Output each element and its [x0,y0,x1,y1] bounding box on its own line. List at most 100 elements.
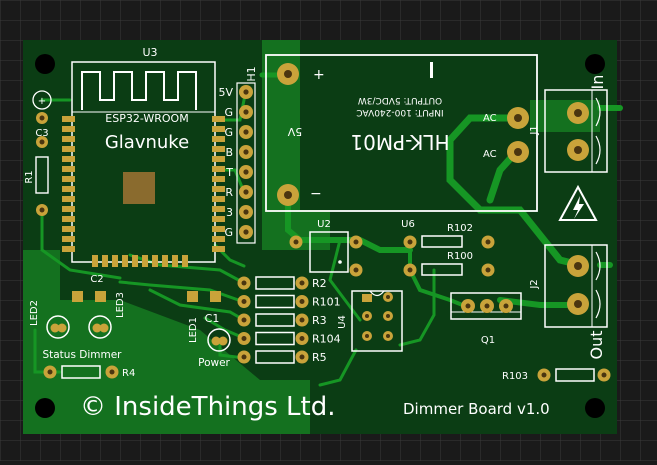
copper-pour-ac [530,100,600,132]
esp32-pad-left [62,196,75,202]
terminal-j2: J2 Out [529,244,608,360]
led1-ref: LED1 [188,317,199,343]
esp32-pad-right [212,156,225,162]
c3-ref: C3 [35,128,48,139]
resistor-hole-right [299,336,305,341]
led3-ref: LED3 [115,292,126,318]
esp32-pad-right [212,226,225,232]
c2-ref: C2 [90,274,103,285]
psu-plus: + [313,67,325,83]
esp32-pad-bottom [162,255,168,267]
header-pin-label: T [225,166,233,179]
board-name-label: Dimmer Board v1.0 [403,400,550,418]
resistor-r4: R4 [43,365,135,379]
resistor-hole-left [241,336,247,341]
header-pin-hole [243,89,249,95]
resistor-body [255,331,295,346]
resistor-hole-left [241,317,247,323]
u6-pads [403,235,417,277]
esp32-pad-bottom [172,255,178,267]
psu-output: OUTPUT: 5VDC/3W [358,95,442,105]
resistor-ref: R5 [312,351,327,364]
header-pin-label: B [225,146,233,159]
capacitor-c3: + C3 [32,90,52,148]
resistor-ref: R101 [312,296,341,309]
esp32-pad-left [62,136,75,142]
esp32-pad-left [62,156,75,162]
resistor-hole-left [241,299,247,304]
module-ref: U3 [142,46,157,59]
r4-ref: R4 [122,368,135,379]
psu-input: INPUT: 100-240VAC [356,107,443,117]
psu-ac-bottom: AC [483,149,497,160]
esp32-pad-bottom [182,255,188,267]
u2-ref: U2 [317,219,331,230]
j2-ref: J2 [529,279,540,289]
header-pin-hole [243,209,249,215]
esp32-pad-right [212,176,225,182]
header-pin-hole [243,229,249,235]
resistor-r100: R100 [421,251,495,277]
resistor-body [255,294,295,309]
header-pin-label: G [224,226,233,239]
input-label: In [588,75,607,90]
esp32-pads [62,116,225,267]
copper-pour-left [23,250,310,434]
output-label: Out [587,330,606,359]
resistor-r102: R102 [421,223,495,249]
esp32-pad-left [62,176,75,182]
j1-ref: J1 [529,125,540,135]
capacitor-c2: C2 [72,274,106,302]
esp32-pad-right [212,196,225,202]
psu-minus: − [310,186,322,202]
resistor-hole-right [299,317,305,323]
esp32-pad-left [62,226,75,232]
resistor-body [255,276,295,290]
esp32-pad-left [62,146,75,152]
resistor-r1: R1 [24,156,49,216]
psu-voltage: 5V [287,125,302,138]
r102-ref: R102 [447,223,473,234]
psu-name: HLK-PM01 [350,130,449,154]
resistor-r103: R103 [502,368,611,382]
header-ref: H1 [245,66,258,81]
header-pin-hole [243,189,249,195]
esp32-pad-right [212,186,225,192]
triac-q1: Q1 [450,292,522,346]
resistor-hole-left [241,280,247,286]
led1: LED1 [187,291,221,343]
psu-pads [277,63,529,206]
esp32-pad-bottom [112,255,118,267]
mounting-holes [35,54,605,418]
esp32-pad-right [212,116,225,122]
led2: LED2 [29,300,70,339]
esp32-pad-left [62,126,75,132]
r100-ref: R100 [447,251,473,262]
q1-ref: Q1 [481,335,495,346]
esp32-pad-left [62,186,75,192]
esp32-pad-left [62,216,75,222]
esp32-pad-right [212,126,225,132]
header-pin-label: R [225,186,233,199]
psu-ac-top: AC [483,113,497,124]
resistor-body [255,350,295,364]
header-pin-hole [243,149,249,155]
r103-ref: R103 [502,371,528,382]
esp32-pad-right [212,216,225,222]
esp32-pad-left [62,236,75,242]
esp32-pad-bottom [92,255,98,267]
resistor-hole-left [241,354,247,360]
esp32-pad-right [212,246,225,252]
u2-component: U2 [289,219,363,277]
esp32-pad-bottom [152,255,158,267]
esp32-pad-right [212,136,225,142]
header-h1: H1 [236,66,258,244]
u4-optocoupler: U4 [337,290,403,352]
resistor-ref: R104 [312,333,341,346]
terminal-j1: J1 In [529,75,608,173]
header-pin-label: 3 [226,206,233,219]
esp32-pad-right [212,166,225,172]
